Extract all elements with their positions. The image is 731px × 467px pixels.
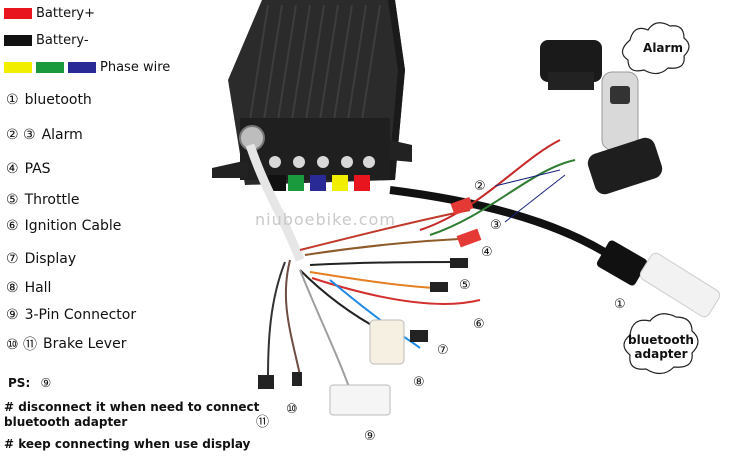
item-label: Brake Lever [43, 336, 126, 352]
label-n8: ⑧ [413, 375, 425, 390]
item-label: Throttle [25, 192, 80, 208]
ps-prefix: PS: [8, 376, 30, 390]
item-display: ⑦ Display [6, 251, 76, 267]
label-n7: ⑦ [437, 343, 449, 358]
item-label: 3-Pin Connector [25, 307, 137, 323]
item-label: Alarm [42, 127, 83, 143]
legend-battery-plus-label: Battery+ [36, 6, 95, 21]
item-number: ⑥ [6, 218, 19, 234]
black-swatch [4, 35, 32, 46]
bluetooth-cloud-line2: adapter [626, 347, 696, 361]
item-bluetooth: ① bluetooth [6, 92, 92, 108]
item-brake-lever: ⑩ ⑪ Brake Lever [6, 334, 126, 354]
red-swatch [4, 8, 32, 19]
yellow-swatch [4, 62, 32, 73]
label-n10: ⑩ [286, 402, 298, 417]
item-label: Ignition Cable [25, 218, 122, 234]
legend-phase-wire: Phase wire [4, 60, 170, 75]
label-n3: ③ [490, 218, 502, 233]
item-number: ① [6, 92, 19, 108]
label-n9: ⑨ [364, 429, 376, 444]
ps-note-line2: bluetooth adapter [4, 415, 127, 430]
item-ignition-cable: ⑥ Ignition Cable [6, 218, 121, 234]
item-hall: ⑧ Hall [6, 280, 51, 296]
item-label: PAS [25, 161, 51, 177]
item-label: Hall [25, 280, 52, 296]
green-swatch [36, 62, 64, 73]
item-alarm: ② ③ Alarm [6, 127, 83, 143]
ps-heading: PS: ⑨ [8, 376, 51, 391]
legend-battery-minus-label: Battery- [36, 33, 89, 48]
watermark: niuboebike.com [255, 210, 396, 229]
legend-battery-plus: Battery+ [4, 6, 95, 21]
item-number: ⑤ [6, 192, 19, 208]
item-number: ② ③ [6, 127, 36, 143]
item-label: bluetooth [25, 92, 92, 108]
item-pas: ④ PAS [6, 161, 51, 177]
label-n4: ④ [481, 245, 493, 260]
bluetooth-cloud-label: bluetooth adapter [626, 333, 696, 361]
item-label: Display [25, 251, 77, 267]
bluetooth-cable [390, 190, 620, 262]
item-throttle: ⑤ Throttle [6, 192, 79, 208]
bluetooth-cloud-line1: bluetooth [626, 333, 696, 347]
legend-phase-wire-label: Phase wire [100, 60, 170, 75]
blue-swatch [68, 62, 96, 73]
item-number: ⑧ [6, 280, 19, 296]
legend-battery-minus: Battery- [4, 33, 89, 48]
ps-number: ⑨ [40, 376, 51, 390]
alarm-cloud-label: Alarm [638, 41, 688, 55]
label-n5: ⑤ [459, 278, 471, 293]
label-n11: ⑪ [256, 411, 269, 430]
item-number: ⑨ [6, 307, 19, 323]
ps-note-line1: # disconnect it when need to connect [4, 400, 259, 415]
label-n6: ⑥ [473, 317, 485, 332]
ps-note-line3: # keep connecting when use display [4, 437, 250, 452]
label-n1: ① [614, 297, 626, 312]
bluetooth-adapter [638, 251, 722, 319]
controller-unit [212, 0, 412, 191]
label-n2: ② [474, 179, 486, 194]
item-number: ④ [6, 161, 19, 177]
item-3-pin-connector: ⑨ 3-Pin Connector [6, 307, 136, 323]
item-number: ⑦ [6, 251, 19, 267]
item-number: ⑩ ⑪ [6, 334, 37, 354]
